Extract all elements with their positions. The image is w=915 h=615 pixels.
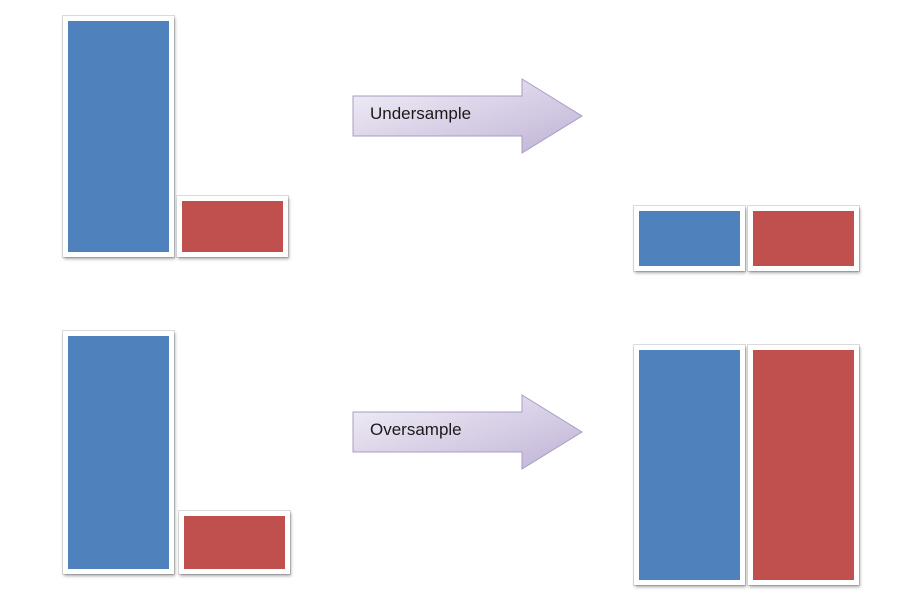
oversample-arrow-shape [352, 394, 583, 470]
oversample-before-minority-bar [179, 511, 290, 574]
oversample-after-majority-bar [634, 345, 745, 585]
oversample-before-majority-bar [63, 331, 174, 574]
undersample-label: Undersample [370, 104, 472, 123]
undersample-arrow-shape [352, 78, 583, 154]
undersample-before-minority-bar [177, 196, 288, 257]
oversample-arrow: Oversample [352, 394, 584, 470]
oversample-after-minority-bar [748, 345, 859, 585]
undersample-arrow: Undersample [352, 78, 584, 154]
oversample-label: Oversample [370, 420, 462, 439]
undersample-after-minority-bar [748, 206, 859, 271]
undersample-after-majority-bar [634, 206, 745, 271]
undersample-before-majority-bar [63, 16, 174, 257]
